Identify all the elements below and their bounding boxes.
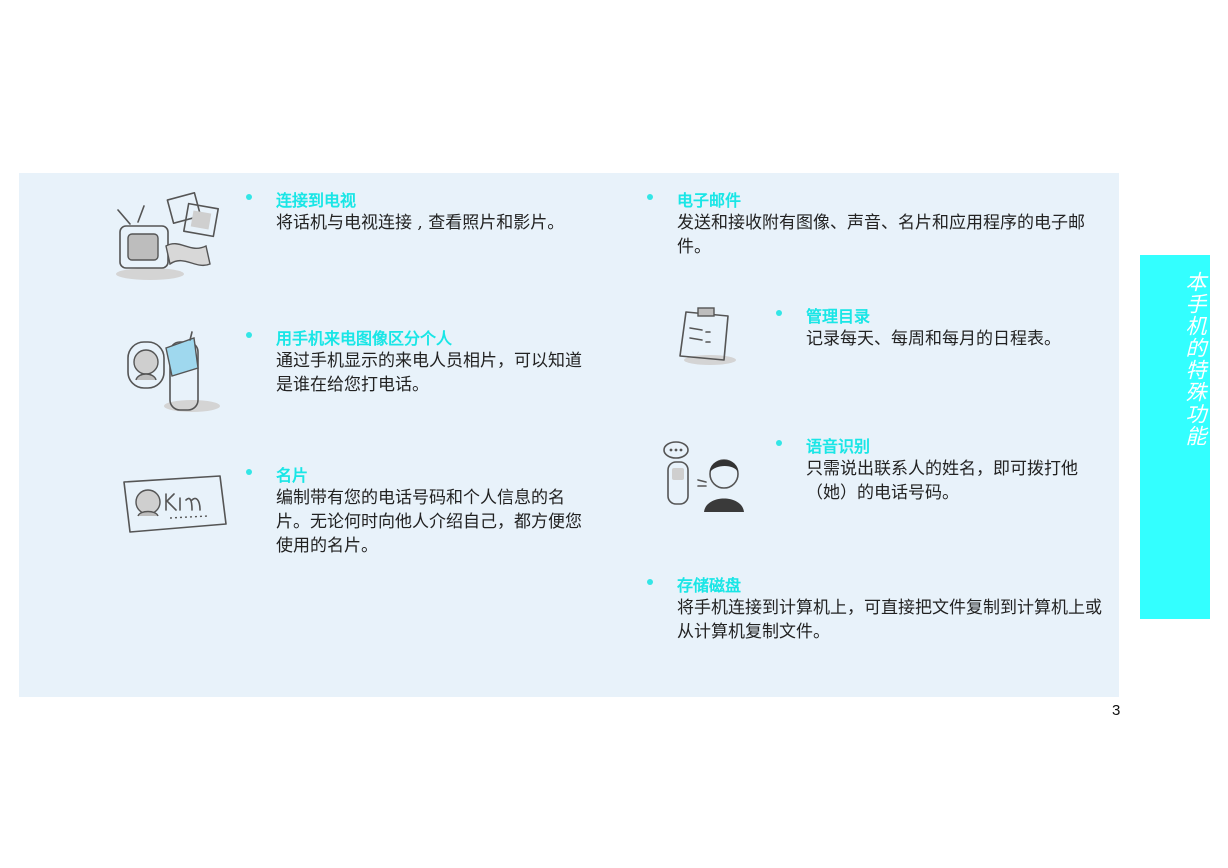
feature-title: 连接到电视 bbox=[276, 191, 357, 210]
feature-title: 名片 bbox=[276, 466, 309, 485]
feature-storage-disk: 存储磁盘 将手机连接到计算机上，可直接把文件复制到计算机上或从计算机复制文件。 bbox=[647, 575, 1113, 644]
bullet bbox=[776, 310, 782, 316]
feature-title: 语音识别 bbox=[806, 437, 871, 456]
bullet bbox=[246, 194, 252, 200]
feature-description: 将手机连接到计算机上，可直接把文件复制到计算机上或从计算机复制文件。 bbox=[677, 598, 1102, 642]
feature-title: 电子邮件 bbox=[677, 191, 742, 210]
phone-caller-photo-icon bbox=[122, 328, 226, 422]
feature-description: 将话机与电视连接 , 查看照片和影片。 bbox=[276, 213, 565, 233]
tv-photos-icon bbox=[110, 188, 230, 288]
name-card-icon bbox=[120, 470, 230, 540]
section-tab-label: 本手机的特殊功能 bbox=[1183, 271, 1207, 447]
section-tab: 本手机的特殊功能 bbox=[1140, 255, 1210, 619]
feature-description: 发送和接收附有图像、声音、名片和应用程序的电子邮件。 bbox=[677, 213, 1085, 257]
feature-title: 用手机来电图像区分个人 bbox=[276, 329, 453, 348]
feature-organizer: 管理目录 记录每天、每周和每月的日程表。 bbox=[776, 306, 1106, 351]
feature-title: 存储磁盘 bbox=[677, 576, 742, 595]
feature-email: 电子邮件 发送和接收附有图像、声音、名片和应用程序的电子邮件。 bbox=[647, 190, 1113, 259]
feature-description: 编制带有您的电话号码和个人信息的名片。无论何时向他人介绍自己，都方便您使用的名片… bbox=[276, 488, 582, 556]
feature-description: 记录每天、每周和每月的日程表。 bbox=[806, 329, 1061, 349]
bullet bbox=[647, 579, 653, 585]
feature-description: 通过手机显示的来电人员相片，可以知道是谁在给您打电话。 bbox=[276, 351, 582, 395]
bullet bbox=[246, 469, 252, 475]
feature-title: 管理目录 bbox=[806, 307, 871, 326]
feature-name-card: 名片 编制带有您的电话号码和个人信息的名片。无论何时向他人介绍自己，都方便您使用… bbox=[246, 465, 582, 558]
feature-caller-id: 用手机来电图像区分个人 通过手机显示的来电人员相片，可以知道是谁在给您打电话。 bbox=[246, 328, 582, 397]
clipboard-schedule-icon bbox=[672, 304, 738, 372]
feature-voice-recognition: 语音识别 只需说出联系人的姓名，即可拨打他（她）的电话号码。 bbox=[776, 436, 1112, 505]
page-number: 3 bbox=[1112, 702, 1121, 719]
feature-tv: 连接到电视 将话机与电视连接 , 查看照片和影片。 bbox=[246, 190, 606, 235]
voice-dial-icon bbox=[660, 440, 750, 520]
bullet bbox=[246, 332, 252, 338]
feature-description: 只需说出联系人的姓名，即可拨打他（她）的电话号码。 bbox=[806, 459, 1078, 503]
bullet bbox=[647, 194, 653, 200]
bullet bbox=[776, 440, 782, 446]
